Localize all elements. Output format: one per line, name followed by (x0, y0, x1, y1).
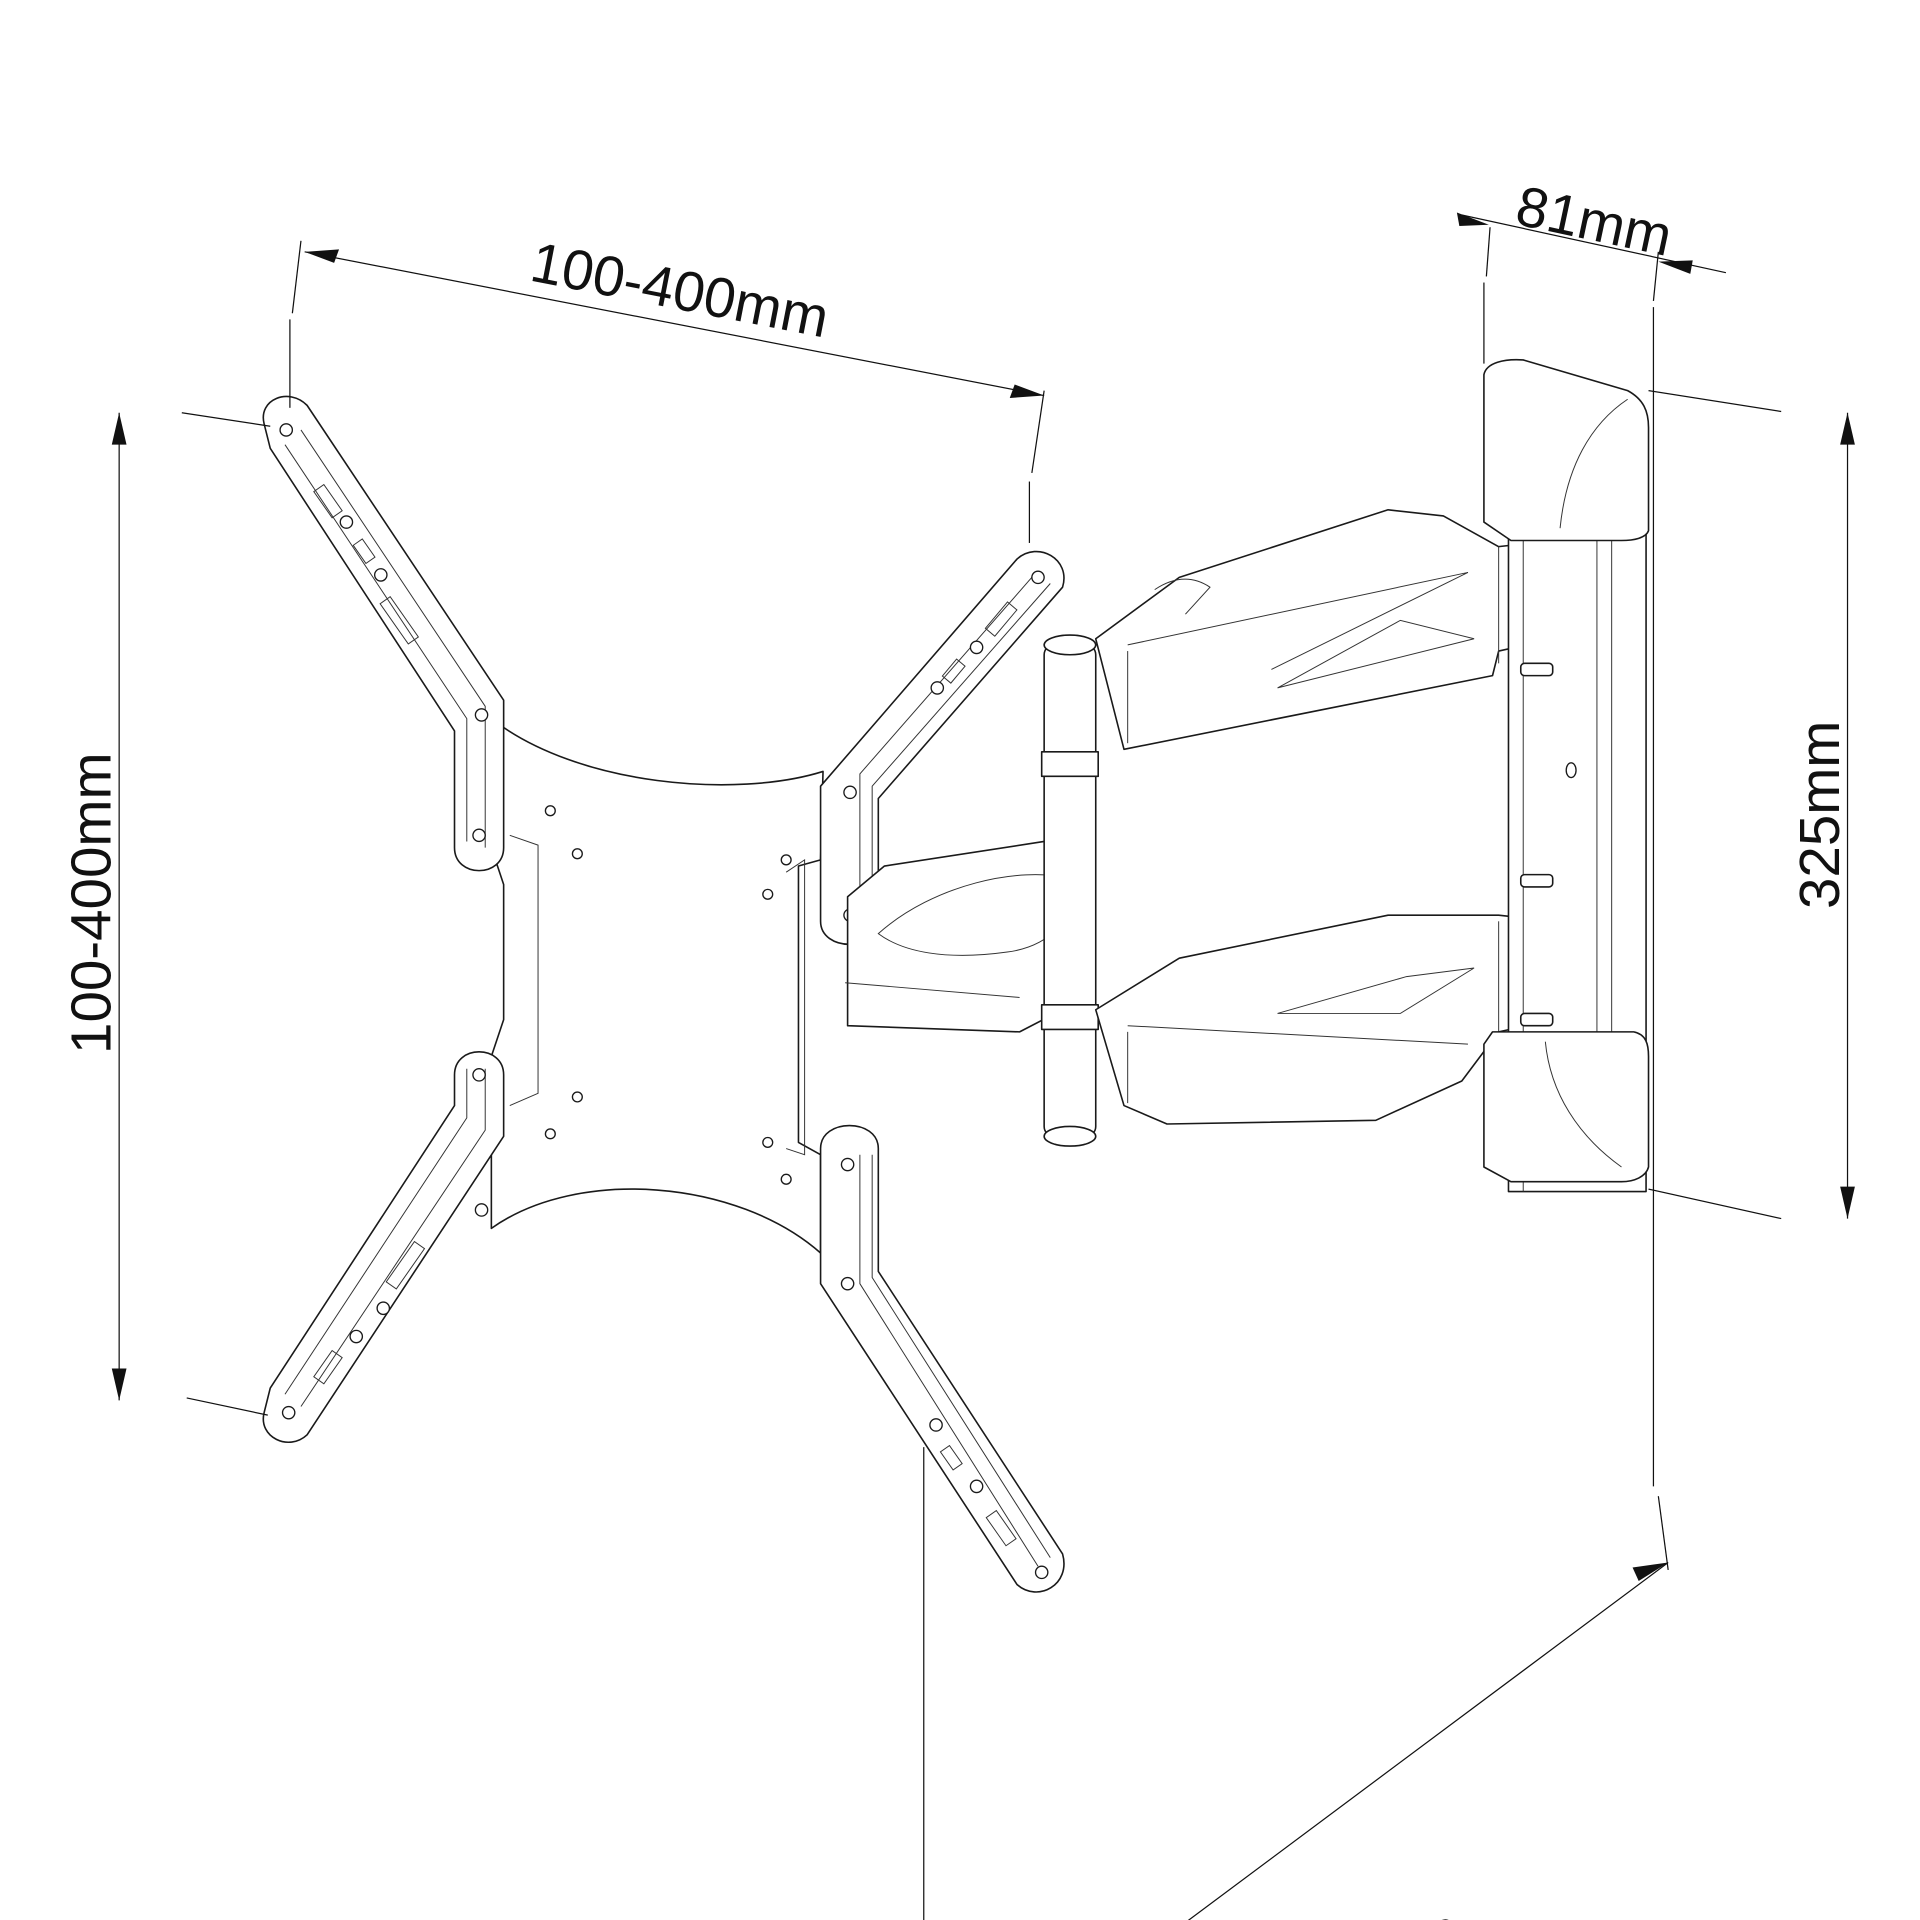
vesa-height-label: 100-400mm (60, 752, 123, 1053)
wall-plate-height-label: 325mm (1788, 721, 1851, 909)
extension-arms (845, 508, 1555, 1147)
center-plate (490, 717, 824, 1254)
arm-lower-left (262, 1051, 505, 1444)
dimension-lines (111, 212, 1855, 1920)
top-cap (1483, 358, 1650, 542)
vesa-width-label: 100-400mm (526, 230, 834, 349)
upper-long-arm (1094, 508, 1555, 751)
vesa-bracket (262, 395, 1065, 1593)
depth-label: 81mm (1511, 174, 1678, 268)
arm-lower-right (819, 1124, 1065, 1593)
extension-label: 46-531mm (1193, 1896, 1468, 1920)
hinge-column (1043, 644, 1097, 1138)
wall-plate (1483, 358, 1650, 1193)
arm-upper-left (262, 395, 505, 872)
